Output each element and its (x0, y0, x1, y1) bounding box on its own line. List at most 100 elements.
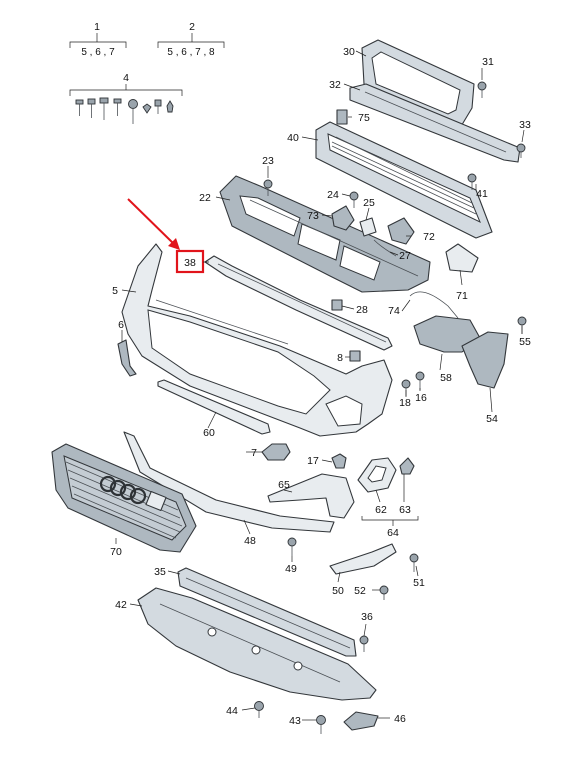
callout-73[interactable]: 73 (307, 210, 319, 222)
callout-24[interactable]: 24 (327, 189, 339, 201)
part-62-fog-trim[interactable] (357, 457, 397, 493)
callout-30[interactable]: 30 (343, 46, 355, 58)
part-5-bumper-cover[interactable] (121, 243, 393, 437)
callout-74[interactable]: 74 (388, 305, 400, 317)
part-43-screw[interactable] (316, 715, 326, 735)
callout-62[interactable]: 62 (375, 504, 387, 516)
callout-75[interactable]: 75 (358, 112, 370, 124)
fastener-set-4: 4 (69, 72, 183, 124)
callout-2[interactable]: 2 (189, 21, 195, 33)
part-31-screw[interactable] (477, 81, 487, 98)
highlight-box (175, 249, 205, 274)
part-70-radiator-grille[interactable] (51, 443, 197, 553)
callout-40[interactable]: 40 (287, 132, 299, 144)
part-41-screw[interactable] (467, 173, 477, 190)
part-8-clip[interactable] (349, 350, 361, 362)
part-16-screw[interactable] (415, 371, 425, 390)
part-65-fog-surround[interactable] (267, 473, 355, 519)
callout-42[interactable]: 42 (115, 599, 127, 611)
part-54-side-bracket[interactable] (461, 331, 509, 389)
callout-36[interactable]: 36 (361, 611, 373, 623)
callout-41[interactable]: 41 (476, 188, 488, 200)
callout-22[interactable]: 22 (199, 192, 211, 204)
callout-18[interactable]: 18 (399, 397, 411, 409)
callout-70[interactable]: 70 (110, 546, 122, 558)
part-49-screw[interactable] (287, 537, 297, 556)
callout-27[interactable]: 27 (399, 250, 411, 262)
callout-28[interactable]: 28 (356, 304, 368, 316)
part-72-housing[interactable] (387, 217, 415, 245)
callout-25[interactable]: 25 (363, 197, 375, 209)
callout-1[interactable]: 1 (94, 21, 100, 33)
part-23-screw[interactable] (263, 179, 273, 196)
callout-46[interactable]: 46 (394, 713, 406, 725)
part-35-air-deflector[interactable] (177, 567, 357, 657)
part-63-bracket[interactable] (399, 457, 415, 475)
callout-50[interactable]: 50 (332, 585, 344, 597)
part-44-screw[interactable] (254, 701, 264, 719)
part-71-bracket[interactable] (445, 243, 479, 273)
highlight-arrow (127, 198, 177, 247)
part-27-cable[interactable] (373, 239, 397, 257)
part-75-sensor[interactable] (336, 109, 348, 125)
callout-43[interactable]: 43 (289, 715, 301, 727)
part-73-cover[interactable] (331, 205, 355, 231)
part-46-bracket[interactable] (343, 711, 379, 731)
part-33-screw[interactable] (516, 143, 526, 158)
callout-55[interactable]: 55 (519, 336, 531, 348)
callout-54[interactable]: 54 (486, 413, 498, 425)
callout-6[interactable]: 6 (118, 319, 124, 331)
callout-52[interactable]: 52 (354, 585, 366, 597)
callout-17[interactable]: 17 (307, 455, 319, 467)
reference-group-2: 2 5 , 6 , 7 , 8 (157, 21, 225, 58)
part-28-clip[interactable] (331, 299, 343, 311)
callout-49[interactable]: 49 (285, 563, 297, 575)
callout-35[interactable]: 35 (154, 566, 166, 578)
part-6-clip[interactable] (117, 339, 137, 377)
callout-8[interactable]: 8 (337, 352, 343, 364)
reference-group-1: 1 5 , 6 , 7 (69, 21, 127, 58)
part-38-upper-trim-strip[interactable] (204, 255, 393, 351)
part-51-screw[interactable] (409, 553, 419, 572)
part-40-grille-frame[interactable] (315, 121, 493, 239)
callout-23[interactable]: 23 (262, 155, 274, 167)
part-25-bracket[interactable] (359, 217, 377, 237)
callout-38[interactable]: 38 (184, 257, 196, 269)
reference-list-2: 5 , 6 , 7 , 8 (167, 47, 215, 58)
part-50-trim[interactable] (329, 543, 397, 575)
part-17-clip[interactable] (331, 453, 347, 469)
callout-72[interactable]: 72 (423, 231, 435, 243)
part-22-main-carrier[interactable] (219, 175, 431, 293)
callout-71[interactable]: 71 (456, 290, 468, 302)
part-30-upper-carrier[interactable] (361, 39, 475, 129)
callout-4[interactable]: 4 (123, 72, 129, 84)
part-32-carrier-bar[interactable] (349, 83, 521, 163)
part-7-cap[interactable] (261, 443, 291, 461)
part-52-screw[interactable] (379, 585, 389, 600)
callout-33[interactable]: 33 (519, 119, 531, 131)
highlight-marker (127, 198, 209, 274)
part-60-lower-trim[interactable] (157, 379, 271, 435)
part-36-screw[interactable] (359, 635, 369, 652)
brand-rings-logo (99, 475, 147, 505)
callout-63[interactable]: 63 (399, 504, 411, 516)
callout-64[interactable]: 64 (387, 527, 399, 539)
callout-48[interactable]: 48 (244, 535, 256, 547)
callout-65[interactable]: 65 (278, 479, 290, 491)
callout-58[interactable]: 58 (440, 372, 452, 384)
callout-16[interactable]: 16 (415, 392, 427, 404)
arrow-head-icon (168, 238, 180, 250)
reference-list-1: 5 , 6 , 7 (81, 47, 115, 58)
callout-32[interactable]: 32 (329, 79, 341, 91)
callout-7[interactable]: 7 (251, 447, 257, 459)
part-24-screw[interactable] (349, 191, 359, 208)
leader-lines (115, 50, 525, 721)
callout-51[interactable]: 51 (413, 577, 425, 589)
callout-60[interactable]: 60 (203, 427, 215, 439)
callout-5[interactable]: 5 (112, 285, 118, 297)
callout-31[interactable]: 31 (482, 56, 494, 68)
part-74-hose[interactable] (409, 291, 459, 319)
part-42-underbody-panel[interactable] (137, 587, 377, 701)
callout-44[interactable]: 44 (226, 705, 238, 717)
